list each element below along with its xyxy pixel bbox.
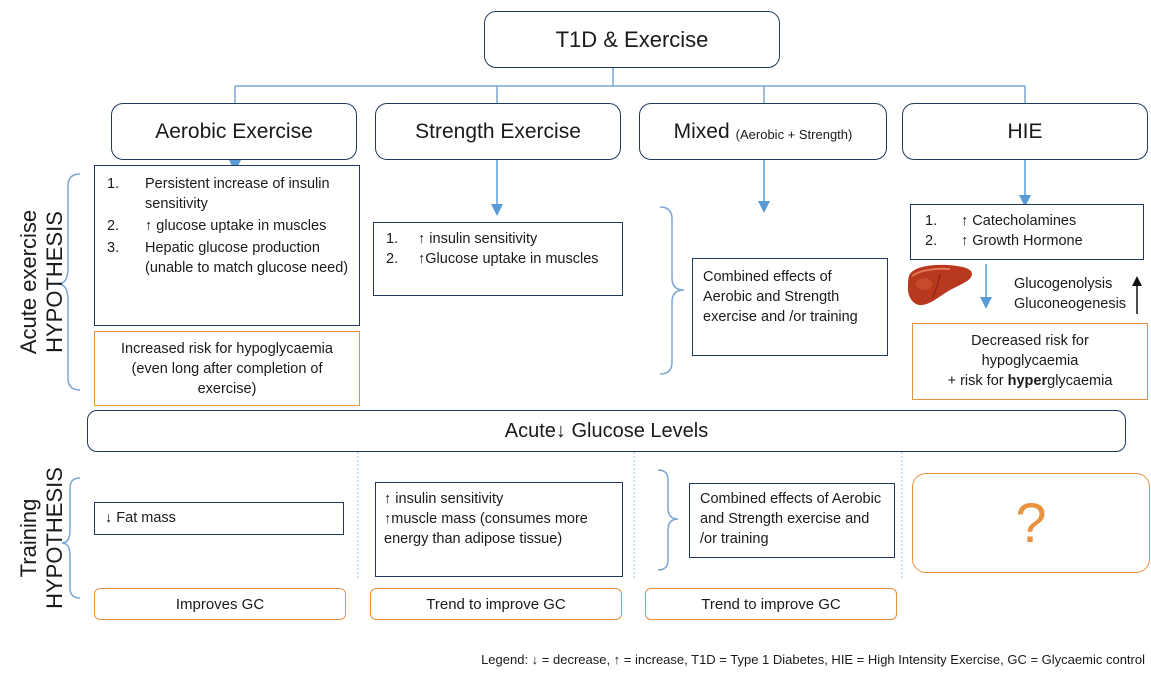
training-aerobic-box: ↓ Fat mass	[94, 502, 344, 535]
item-number: 2.	[925, 233, 938, 249]
hie-risk-line1: Decreased risk for	[971, 333, 1089, 349]
hie-risk-prefix: + risk for	[947, 373, 1008, 389]
training-label-line1: Training	[16, 498, 41, 578]
hie-risk-suffix: glycaemia	[1047, 373, 1113, 389]
item-number: 2.	[386, 251, 399, 267]
acute-aerobic-list: 1. Persistent increase of insulin sensit…	[107, 174, 349, 278]
outcome-aerobic: Improves GC	[94, 588, 346, 620]
acute-aerobic-risk-text: Increased risk for hypoglycaemia (even l…	[121, 341, 333, 397]
item-number: 1.	[386, 231, 399, 247]
category-aerobic: Aerobic Exercise	[111, 103, 357, 160]
training-mixed-text: Combined effects of Aerobic and Strength…	[700, 491, 882, 547]
acute-hypothesis-label: Acute exercise HYPOTHESIS	[16, 202, 68, 362]
hie-process-labels: Glucogenolysis Gluconeogenesis	[1014, 274, 1144, 314]
outcome-mixed-text: Trend to improve GC	[701, 595, 841, 613]
hie-risk-line3: + risk for hyperglycaemia	[919, 371, 1141, 391]
category-mixed-sublabel: (Aerobic + Strength)	[735, 126, 853, 142]
outcome-strength: Trend to improve GC	[370, 588, 622, 620]
liver-icon	[907, 264, 972, 306]
acute-mixed-box: Combined effects of Aerobic and Strength…	[692, 258, 888, 356]
item-text: Hepatic glucose production (unable to ma…	[145, 240, 349, 276]
hie-risk-line2: hypoglycaemia	[981, 353, 1079, 369]
training-mixed-box: Combined effects of Aerobic and Strength…	[689, 483, 895, 558]
category-hie-label: HIE	[1007, 119, 1043, 143]
acute-label-line1: Acute exercise	[16, 209, 41, 355]
list-item: 1. ↑ Catecholamines	[925, 211, 1133, 231]
acute-hie-risk: Decreased risk for hypoglycaemia + risk …	[912, 323, 1148, 400]
item-number: 2.	[107, 218, 120, 234]
item-number: 1.	[107, 176, 120, 192]
acute-hie-list: 1. ↑ Catecholamines 2. ↑ Growth Hormone	[925, 211, 1133, 251]
category-strength-label: Strength Exercise	[415, 119, 581, 143]
item-text: Persistent increase of insulin sensitivi…	[145, 176, 330, 212]
list-item: 1. ↑ insulin sensitivity	[386, 229, 612, 249]
training-aerobic-text: ↓ Fat mass	[105, 510, 176, 526]
gluconeogenesis-label: Gluconeogenesis	[1014, 296, 1127, 312]
acute-aerobic-box: 1. Persistent increase of insulin sensit…	[94, 165, 360, 326]
legend-text: Legend: ↓ = decrease, ↑ = increase, T1D …	[481, 652, 1145, 667]
list-item: 2. ↑ glucose uptake in muscles	[107, 216, 349, 236]
acute-strength-box: 1. ↑ insulin sensitivity 2. ↑Glucose upt…	[373, 222, 623, 296]
list-item: 1. Persistent increase of insulin sensit…	[107, 174, 349, 214]
training-strength-line1: ↑ insulin sensitivity	[384, 491, 504, 507]
training-hypothesis-label: Training HYPOTHESIS	[16, 463, 68, 613]
glucogenolysis-label: Glucogenolysis	[1014, 276, 1113, 292]
category-aerobic-label: Aerobic Exercise	[155, 119, 313, 143]
acute-mixed-text: Combined effects of Aerobic and Strength…	[703, 269, 858, 325]
item-text: ↑ Catecholamines	[961, 213, 1077, 229]
item-number: 3.	[107, 240, 120, 256]
category-mixed-label: Mixed	[673, 119, 730, 143]
acute-hie-box: 1. ↑ Catecholamines 2. ↑ Growth Hormone	[910, 204, 1144, 260]
acute-label-line2: HYPOTHESIS	[42, 211, 67, 353]
item-text: ↑ glucose uptake in muscles	[145, 218, 327, 234]
outcome-aerobic-text: Improves GC	[175, 595, 265, 613]
training-hie-box: ?	[912, 473, 1150, 573]
list-item: 2. ↑Glucose uptake in muscles	[386, 249, 612, 269]
unknown-question-mark: ?	[1015, 491, 1047, 554]
hie-risk-bold: hyper	[1007, 373, 1048, 389]
glucose-levels-text: Acute↓ Glucose Levels	[504, 419, 709, 442]
list-item: 3. Hepatic glucose production (unable to…	[107, 238, 349, 278]
acute-strength-list: 1. ↑ insulin sensitivity 2. ↑Glucose upt…	[386, 229, 612, 269]
training-strength-line2: ↑muscle mass (consumes more energy than …	[384, 511, 588, 547]
category-mixed: Mixed (Aerobic + Strength)	[639, 103, 887, 160]
item-text: ↑ Growth Hormone	[961, 233, 1083, 249]
outcome-strength-text: Trend to improve GC	[426, 595, 566, 613]
training-strength-box: ↑ insulin sensitivity ↑muscle mass (cons…	[375, 482, 623, 577]
outcome-mixed: Trend to improve GC	[645, 588, 897, 620]
legend: Legend: ↓ = decrease, ↑ = increase, T1D …	[330, 652, 1145, 667]
category-hie: HIE	[902, 103, 1148, 160]
item-number: 1.	[925, 213, 938, 229]
category-strength: Strength Exercise	[375, 103, 621, 160]
title-box: T1D & Exercise	[484, 11, 780, 68]
item-text: ↑Glucose uptake in muscles	[418, 251, 599, 267]
acute-aerobic-risk: Increased risk for hypoglycaemia (even l…	[94, 331, 360, 406]
item-text: ↑ insulin sensitivity	[418, 231, 538, 247]
list-item: 2. ↑ Growth Hormone	[925, 231, 1133, 251]
glucose-levels-bar: Acute↓ Glucose Levels	[87, 410, 1126, 452]
title-text: T1D & Exercise	[555, 26, 709, 52]
training-label-line2: HYPOTHESIS	[42, 467, 67, 609]
